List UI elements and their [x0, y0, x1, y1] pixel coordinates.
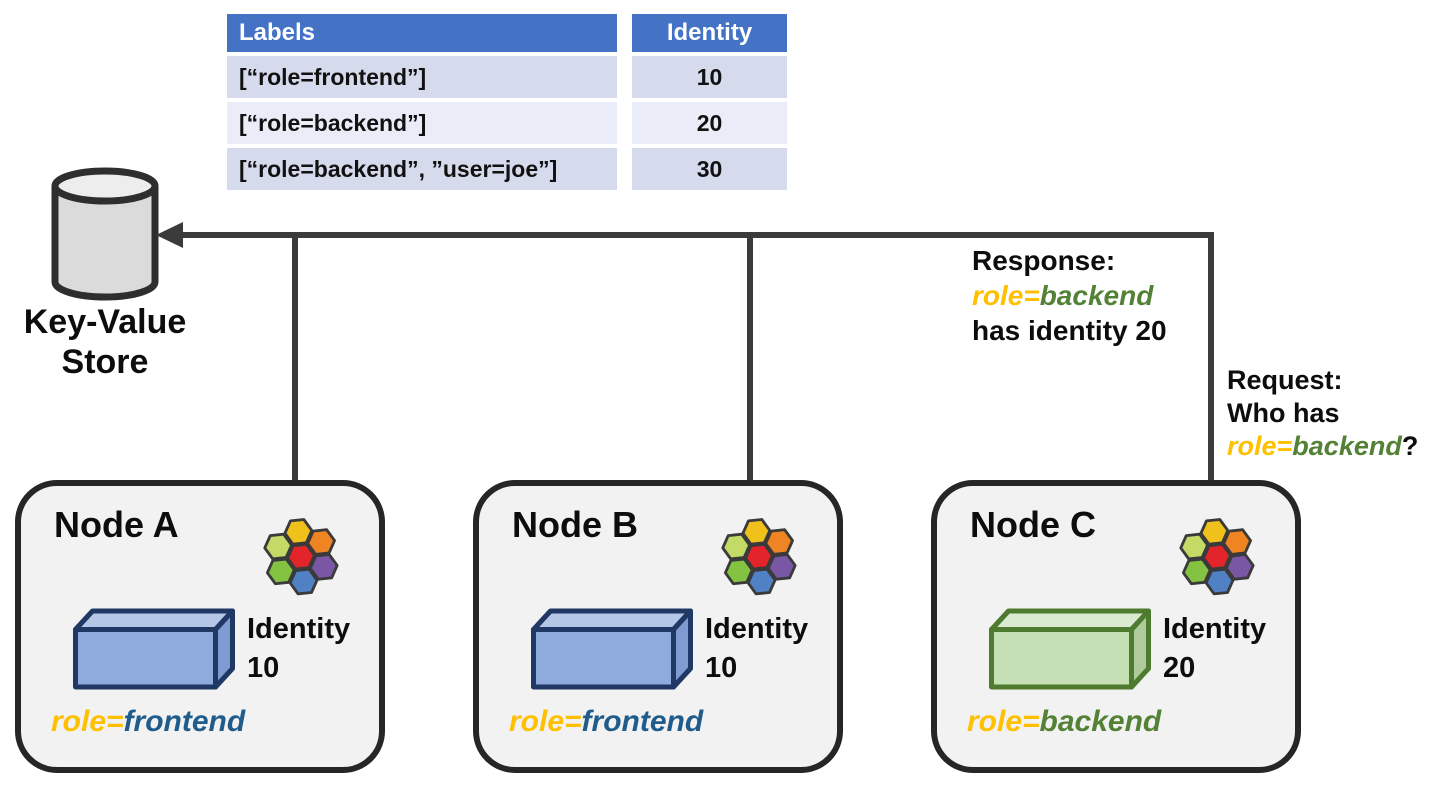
- request-role-key: role=: [1227, 431, 1293, 461]
- database-cylinder-icon: [51, 167, 159, 301]
- hexagon-orange: [1222, 528, 1252, 556]
- role-key: role=: [509, 705, 582, 738]
- hexagon-green: [723, 557, 754, 586]
- request-question: Who has: [1227, 398, 1340, 428]
- response-annotation: Response: role=backend has identity 20: [972, 243, 1167, 348]
- role-key: role=: [51, 705, 124, 738]
- table-header-identity: Identity: [632, 14, 787, 52]
- identity-value: 20: [1163, 652, 1196, 684]
- hexagon-blue: [1204, 567, 1235, 596]
- role-value: backend: [1039, 705, 1162, 738]
- request-role-line: role=backend?: [1227, 430, 1418, 463]
- request-suffix: ?: [1401, 431, 1419, 461]
- arrow-node-a: [292, 235, 298, 487]
- node-title: Node A: [54, 504, 179, 545]
- identity-text: Identity 20: [1163, 610, 1266, 688]
- table-cell-text: [“role=backend”, ”user=joe”]: [239, 155, 558, 182]
- identity-label: Identity: [705, 613, 809, 645]
- table-cell-text: [“role=backend”]: [239, 109, 427, 136]
- role-key: role=: [967, 705, 1040, 738]
- request-annotation: Request: Who has role=backend?: [1227, 364, 1418, 463]
- cilium-hexagon-logo-icon: [1179, 518, 1255, 596]
- node-title: Node B: [512, 504, 638, 545]
- hexagon-purple: [308, 553, 339, 581]
- store-label-line2: Store: [61, 343, 149, 381]
- identity-box-3d-icon: [73, 608, 235, 690]
- identity-box-3d-icon: [989, 608, 1151, 690]
- response-detail: has identity 20: [972, 315, 1167, 346]
- table-header-labels-text: Labels: [239, 19, 316, 46]
- hexagon-orange: [306, 528, 336, 556]
- cilium-hexagon-logo-icon: [263, 518, 339, 596]
- table-header-identity-text: Identity: [666, 19, 753, 46]
- hexagon-orange: [764, 528, 794, 556]
- role-label: role=frontend: [509, 705, 703, 739]
- table-cell-text: 30: [696, 155, 723, 182]
- cilium-hexagon-logo-icon: [721, 518, 797, 596]
- arrow-bus-horizontal: [180, 232, 1214, 238]
- node-b-card: Node B Identity 10 role=frontend: [473, 480, 843, 773]
- table-row-0-identity: 10: [632, 56, 787, 98]
- store-label-line1: Key-Value: [23, 303, 187, 341]
- node-title: Node C: [970, 504, 1096, 545]
- identity-label: Identity: [1163, 613, 1267, 645]
- hexagon-purple: [1224, 553, 1255, 581]
- response-role-line: role=backend: [972, 278, 1167, 313]
- hexagon-red: [1202, 542, 1232, 571]
- request-title: Request:: [1227, 365, 1343, 395]
- role-label: role=backend: [967, 705, 1161, 739]
- identity-box-3d-icon: [531, 608, 693, 690]
- hexagon-blue: [746, 567, 777, 596]
- hexagon-red: [286, 542, 316, 571]
- arrow-node-b: [747, 235, 753, 487]
- table-header-labels: Labels: [227, 14, 617, 52]
- hexagon-yellow: [283, 518, 314, 546]
- table-row-2-identity: 30: [632, 148, 787, 190]
- hexagon-red: [744, 542, 774, 571]
- hexagon-green: [265, 557, 296, 586]
- identity-value: 10: [705, 652, 738, 684]
- hexagon-green: [1181, 557, 1212, 586]
- response-role-value: backend: [1039, 280, 1154, 311]
- arrowhead-left-icon: [156, 222, 183, 248]
- response-role-key: role=: [972, 280, 1040, 311]
- hexagon-lime: [263, 532, 294, 561]
- key-value-store-label: Key-Value Store: [5, 302, 205, 382]
- arrow-node-c: [1208, 232, 1214, 487]
- table-row-0-labels: [“role=frontend”]: [227, 56, 617, 98]
- role-value: frontend: [123, 705, 246, 738]
- table-row-1-identity: 20: [632, 102, 787, 144]
- hexagon-lime: [1179, 532, 1210, 561]
- hexagon-lime: [721, 532, 752, 561]
- request-role-value: backend: [1292, 431, 1402, 461]
- hexagon-yellow: [1199, 518, 1230, 546]
- role-label: role=frontend: [51, 705, 245, 739]
- response-title: Response:: [972, 245, 1116, 276]
- hexagon-yellow: [741, 518, 772, 546]
- table-row-2-labels: [“role=backend”, ”user=joe”]: [227, 148, 617, 190]
- table-cell-text: [“role=frontend”]: [239, 63, 427, 90]
- identity-value: 10: [247, 652, 280, 684]
- hexagon-purple: [766, 553, 797, 581]
- table-cell-text: 10: [696, 63, 723, 90]
- table-row-1-labels: [“role=backend”]: [227, 102, 617, 144]
- hexagon-blue: [288, 567, 319, 596]
- identity-label: Identity: [247, 613, 351, 645]
- table-cell-text: 20: [696, 109, 723, 136]
- node-c-card: Node C Identity 20 role=backend: [931, 480, 1301, 773]
- identity-text: Identity 10: [705, 610, 808, 688]
- node-a-card: Node A Identity 10 role=frontend: [15, 480, 385, 773]
- role-value: frontend: [581, 705, 704, 738]
- identity-text: Identity 10: [247, 610, 350, 688]
